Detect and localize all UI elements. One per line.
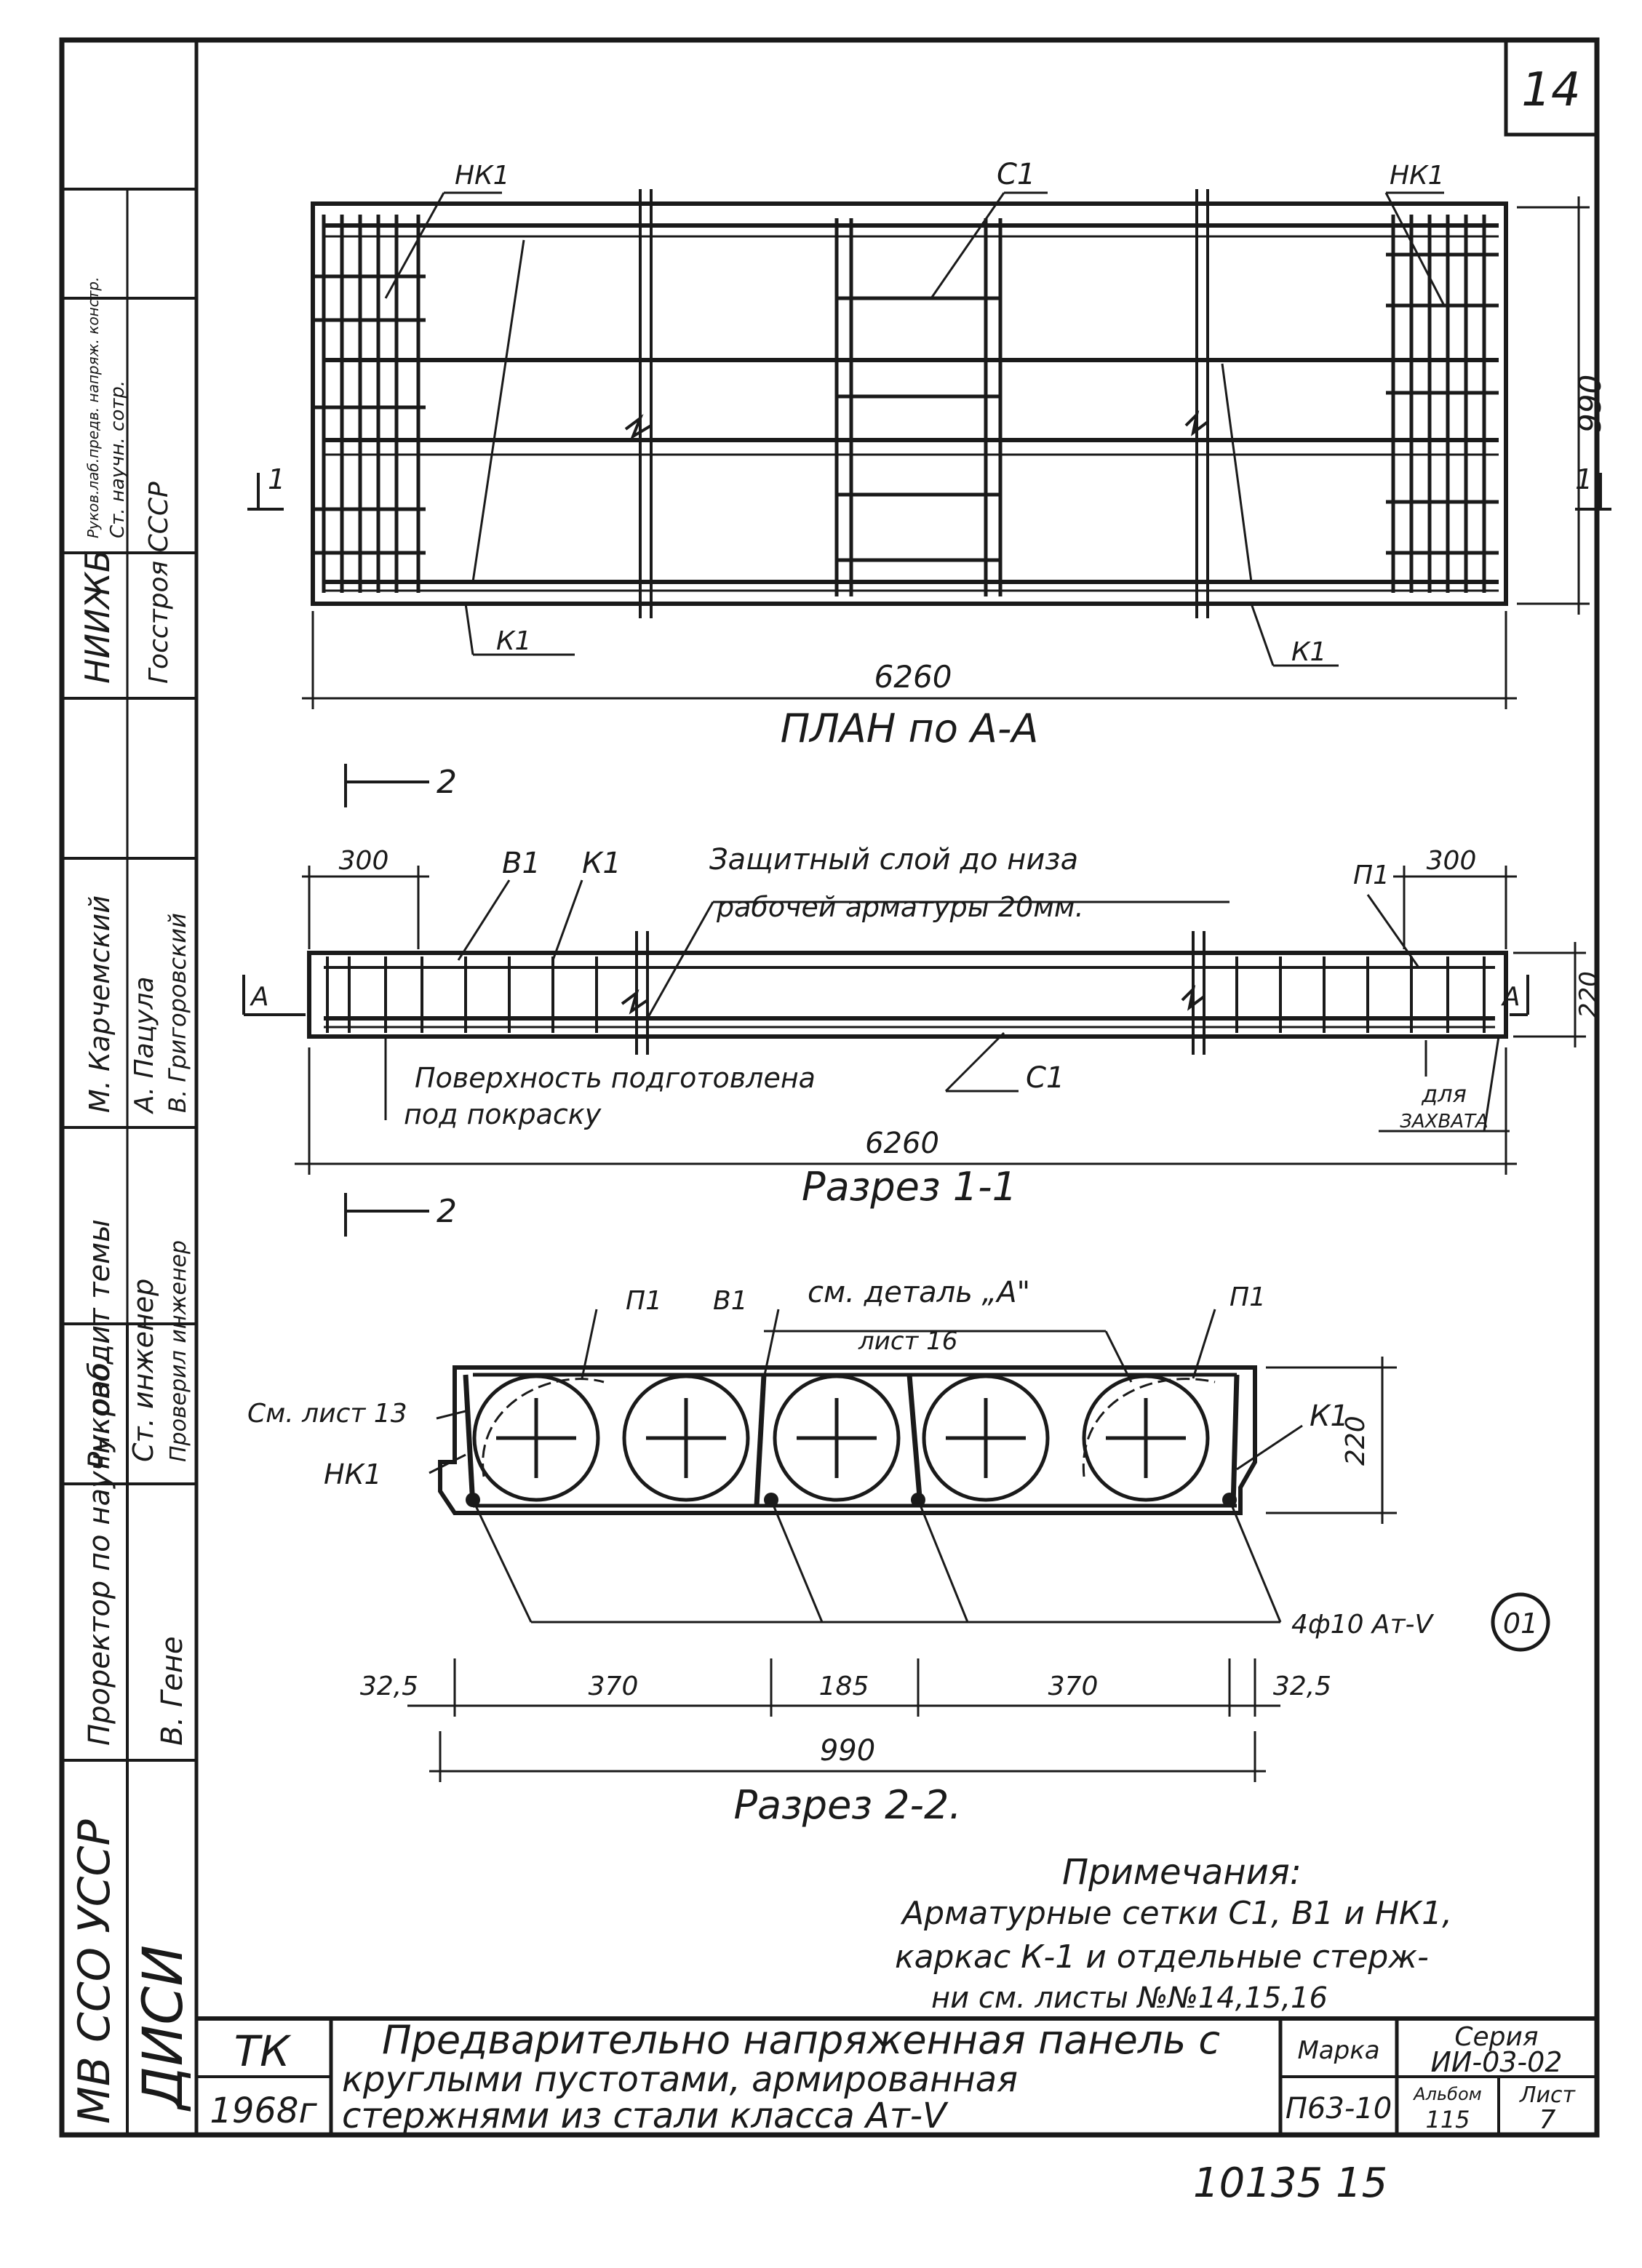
plan-dim-width: 990: [1572, 375, 1608, 433]
side-stamp: [62, 188, 196, 2135]
title-desc-2: круглыми пустотами, армированная: [342, 2059, 1018, 2100]
sheet-label: Лист: [1519, 2083, 1577, 2108]
s2-detail-1: см. деталь „А": [808, 1276, 1030, 1309]
s1-note-top-1: Защитный слой до низа: [709, 843, 1078, 877]
plan-label-nk1-right: НК1: [1390, 161, 1445, 191]
title-block: [196, 2016, 1597, 2135]
s2-dim-1: 32,5: [360, 1672, 418, 1701]
s2-rebar: 4ф10 Ат-V: [1291, 1610, 1435, 1640]
sheet-number: 14: [1521, 63, 1580, 117]
stamp-row-8: НИИЖБ: [78, 549, 117, 684]
s2-label-nk1: НК1: [324, 1458, 382, 1490]
plan-title: ПЛАН по А-А: [781, 706, 1039, 751]
s2-label-v1: В1: [713, 1286, 748, 1316]
rebar-mark-circle: [1491, 1592, 1550, 1652]
s2-label-k1: К1: [1310, 1399, 1349, 1433]
plan-section-mark-left: 1: [268, 463, 285, 495]
s1-label-k1: К1: [582, 847, 621, 880]
marka-value: П63-10: [1286, 2092, 1392, 2125]
s1-title: Разрез 1-1: [802, 1164, 1017, 1210]
stamp-row-3b: Ст. инженер: [127, 1279, 159, 1462]
s1-note-surface-2: под покраску: [404, 1098, 602, 1130]
void-circles: [472, 1374, 1210, 1502]
plan-view: [247, 189, 1611, 709]
plan-label-nk1-left: НК1: [455, 161, 510, 191]
title-year: 1968г: [210, 2091, 317, 2131]
stamp-row-4: Проверил инженер: [166, 1240, 191, 1462]
stamp-row-5: М. Карчемский: [84, 895, 116, 1113]
stamp-row-1: Проректор по научн. раб.: [83, 1353, 116, 1746]
s2-dim-3: 185: [819, 1672, 869, 1701]
s2-label-p1-left: П1: [626, 1286, 662, 1316]
s1-dim-height: 220: [1574, 971, 1603, 1018]
s1-label-a-left: А: [250, 982, 269, 1012]
notes-line-1: Арматурные сетки С1, В1 и НК1,: [900, 1895, 1452, 1932]
s1-note-grip-2: ЗАХВАТА: [1400, 1111, 1488, 1133]
section-2-2-view: [407, 1309, 1550, 1782]
section-1-1-view: [242, 764, 1586, 1237]
sheet-value: 7: [1539, 2105, 1556, 2135]
s2-dim-4: 370: [1048, 1672, 1099, 1701]
s2-dim-total: 990: [820, 1734, 875, 1768]
plan-label-k1-left: К1: [496, 626, 531, 656]
stamp-institute: ДИСИ: [130, 1945, 195, 2112]
notes-line-3: ни см. листы №№14,15,16: [931, 1981, 1328, 2015]
s1-note-surface-1: Поверхность подготовлена: [415, 1062, 816, 1094]
s1-label-v1: В1: [502, 847, 541, 880]
plan-dim-length: 6260: [874, 659, 952, 695]
stamp-row-6: А. Пацула: [129, 976, 159, 1114]
title-code: ТК: [234, 2027, 292, 2076]
s1-dim-length: 6260: [865, 1127, 939, 1160]
stamp-row-9: Госстроя СССР: [144, 482, 174, 684]
sheet-frame: [59, 37, 1600, 2138]
footer-number: 10135 15: [1193, 2160, 1387, 2207]
s1-section-mark-top: 2: [437, 764, 457, 801]
series-value: ИИ-03-02: [1431, 2046, 1563, 2078]
s1-label-p1: П1: [1353, 861, 1390, 890]
stamp-row-10: Руков.лаб.предв. напряж. констр.: [84, 277, 102, 538]
stamp-row-11: Ст. научн. сотр.: [107, 380, 129, 538]
s1-label-c1: С1: [1026, 1061, 1064, 1095]
title-desc-3: стержнями из стали класса Ат-V: [342, 2096, 949, 2136]
s2-title: Разрез 2-2.: [733, 1782, 961, 1828]
s1-label-a-right: А: [1501, 982, 1521, 1012]
s2-label-see-sheet: См. лист 13: [247, 1399, 407, 1429]
s2-rebar-mark: 01: [1503, 1608, 1538, 1640]
album-value: 115: [1425, 2106, 1470, 2133]
stamp-row-7: В. Григоровский: [164, 913, 191, 1113]
stamp-row-1-name: В. Гене: [156, 1636, 189, 1746]
s2-dim-height: 220: [1341, 1415, 1371, 1466]
s1-note-grip-1: для: [1421, 1080, 1467, 1108]
title-desc-1: Предварительно напряженная панель с: [382, 2017, 1220, 2063]
notes-title: Примечания:: [1062, 1852, 1302, 1893]
s2-label-p1-right: П1: [1229, 1282, 1266, 1312]
stamp-row-2: Руководит темы: [83, 1219, 116, 1469]
series-label: Серия: [1454, 2022, 1538, 2052]
s1-dim-right: 300: [1427, 846, 1477, 876]
album-label: Альбом: [1412, 2084, 1482, 2104]
stamp-organization: МВ ССО УССР: [69, 1819, 120, 2124]
s1-section-mark-bottom: 2: [437, 1193, 457, 1230]
plan-label-c1: С1: [997, 158, 1035, 191]
s2-dim-5: 32,5: [1273, 1672, 1331, 1701]
notes-line-2: каркас К-1 и отдельные стерж-: [895, 1938, 1429, 1976]
s1-note-top-2: рабочей арматуры 20мм.: [716, 891, 1084, 923]
plan-label-k1-right: К1: [1291, 637, 1326, 667]
marka-label: Марка: [1297, 2036, 1379, 2065]
plan-section-mark-right: 1: [1575, 463, 1593, 495]
s2-detail-2: лист 16: [858, 1327, 957, 1356]
s1-dim-left: 300: [339, 846, 389, 876]
s2-dim-2: 370: [589, 1672, 639, 1701]
